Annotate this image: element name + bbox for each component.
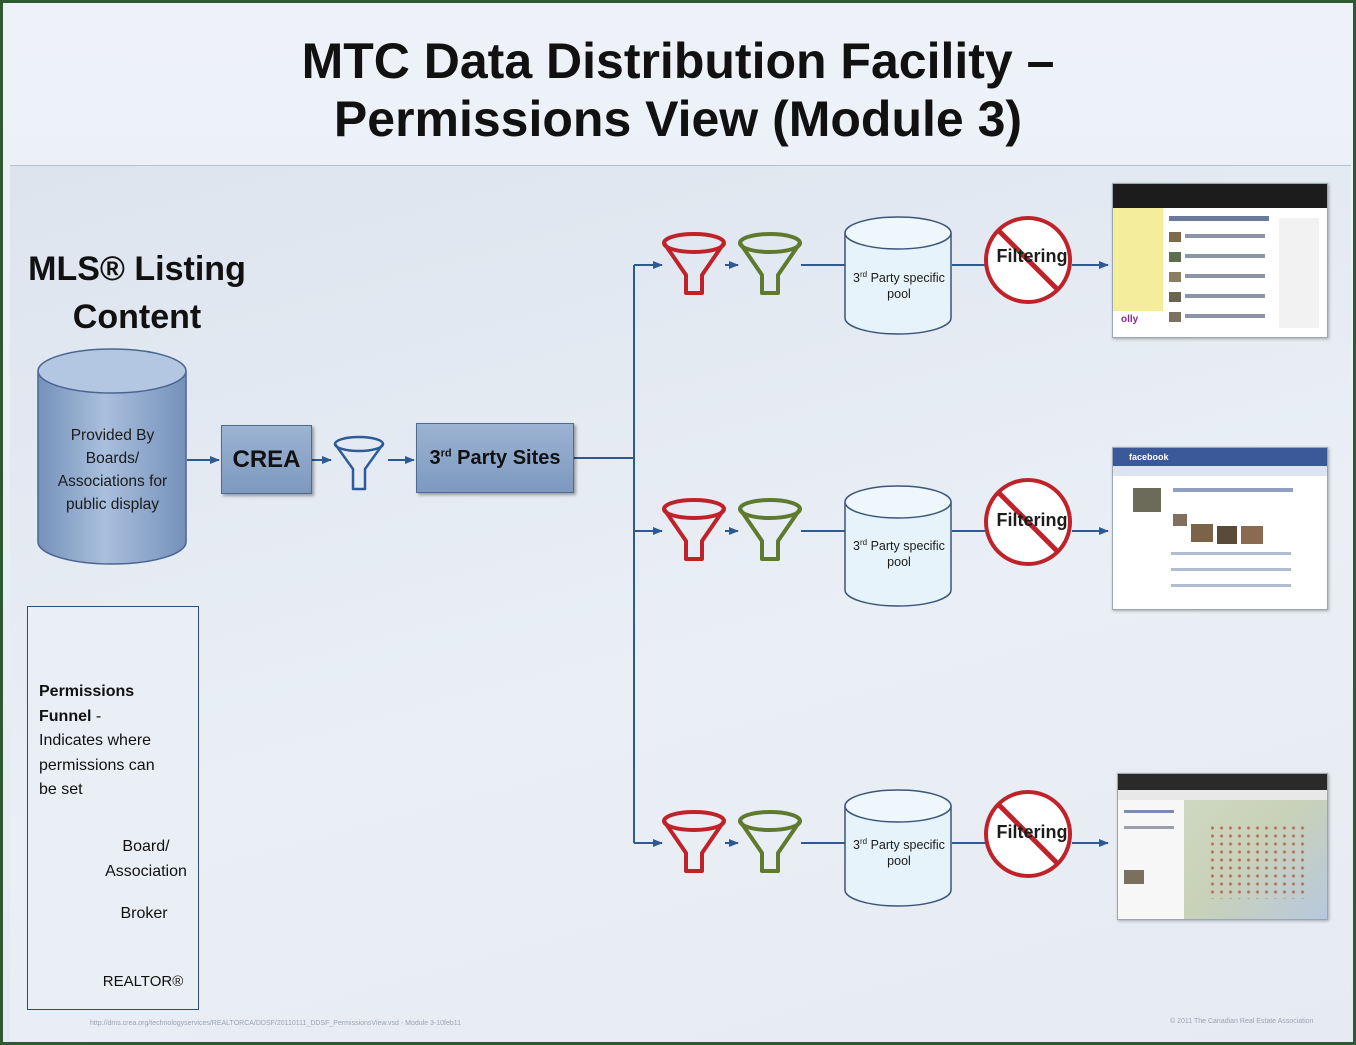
realtor-funnel-icon-3 [738,810,802,873]
filtering-label-1: Filtering [996,246,1068,266]
no-filtering-icon-1 [984,216,1072,304]
website-screenshot-1: olly [1112,183,1328,338]
crea-box: CREA [221,425,312,494]
legend-board-label: Board/ Association [105,838,187,880]
legend-broker-label: Broker [120,905,168,922]
legend-panel: Permissions Funnel - Indicates where per… [27,606,199,1010]
third-party-pool-cylinder-3 [844,789,952,907]
third-party-pool-cylinder-1 [844,216,952,335]
source-database-label: Provided By Boards/ Associations for pub… [57,427,168,513]
pipeline-row-2 [634,478,1109,607]
title-line-1: MTC Data Distribution Facility – [301,33,1055,89]
source-heading-line-2: Content [72,298,202,336]
pool-label-1: 3rd Party specific pool [853,270,945,302]
realtor-funnel-icon-2 [738,498,802,561]
website-screenshot-3 [1117,773,1328,920]
legend-realtor-label: REALTOR® [102,973,184,990]
no-filtering-icon-3 [984,790,1072,878]
source-heading: MLS® Listing Content [22,245,252,341]
no-filtering-icon-2 [984,478,1072,566]
pipeline-row-1 [634,216,1109,335]
pool-label-2: 3rd Party specific pool [853,538,945,570]
source-database [37,348,187,565]
footer-copyright: © 2011 The Canadian Real Estate Associat… [1170,1018,1314,1025]
title-line-2: Permissions View (Module 3) [333,91,1023,147]
broker-funnel-icon-1 [662,232,726,295]
facebook-logo-text: facebook [1129,452,1169,462]
branch-connector [573,265,635,843]
slide-title: MTC Data Distribution Facility – Permiss… [0,32,1356,148]
third-party-sites-box: 3rd Party Sites [416,423,574,493]
footer-source-path: http://dms.crea.org/technologyservices/R… [90,1020,462,1027]
pool-label-3: 3rd Party specific pool [853,837,945,869]
source-heading-line-1: MLS® Listing [28,250,246,288]
realtor-funnel-icon-1 [738,232,802,295]
legend-description: Permissions Funnel - Indicates where per… [39,683,155,798]
filtering-label-2: Filtering [996,510,1068,530]
website-screenshot-2: facebook [1112,447,1328,610]
broker-funnel-icon-3 [662,810,726,873]
pipeline-row-3 [634,789,1109,907]
third-party-pool-cylinder-2 [844,485,952,607]
broker-funnel-icon-2 [662,498,726,561]
board-funnel-icon [333,435,385,491]
third-party-sites-label: 3rd Party Sites [429,446,561,469]
filtering-label-3: Filtering [996,822,1068,842]
